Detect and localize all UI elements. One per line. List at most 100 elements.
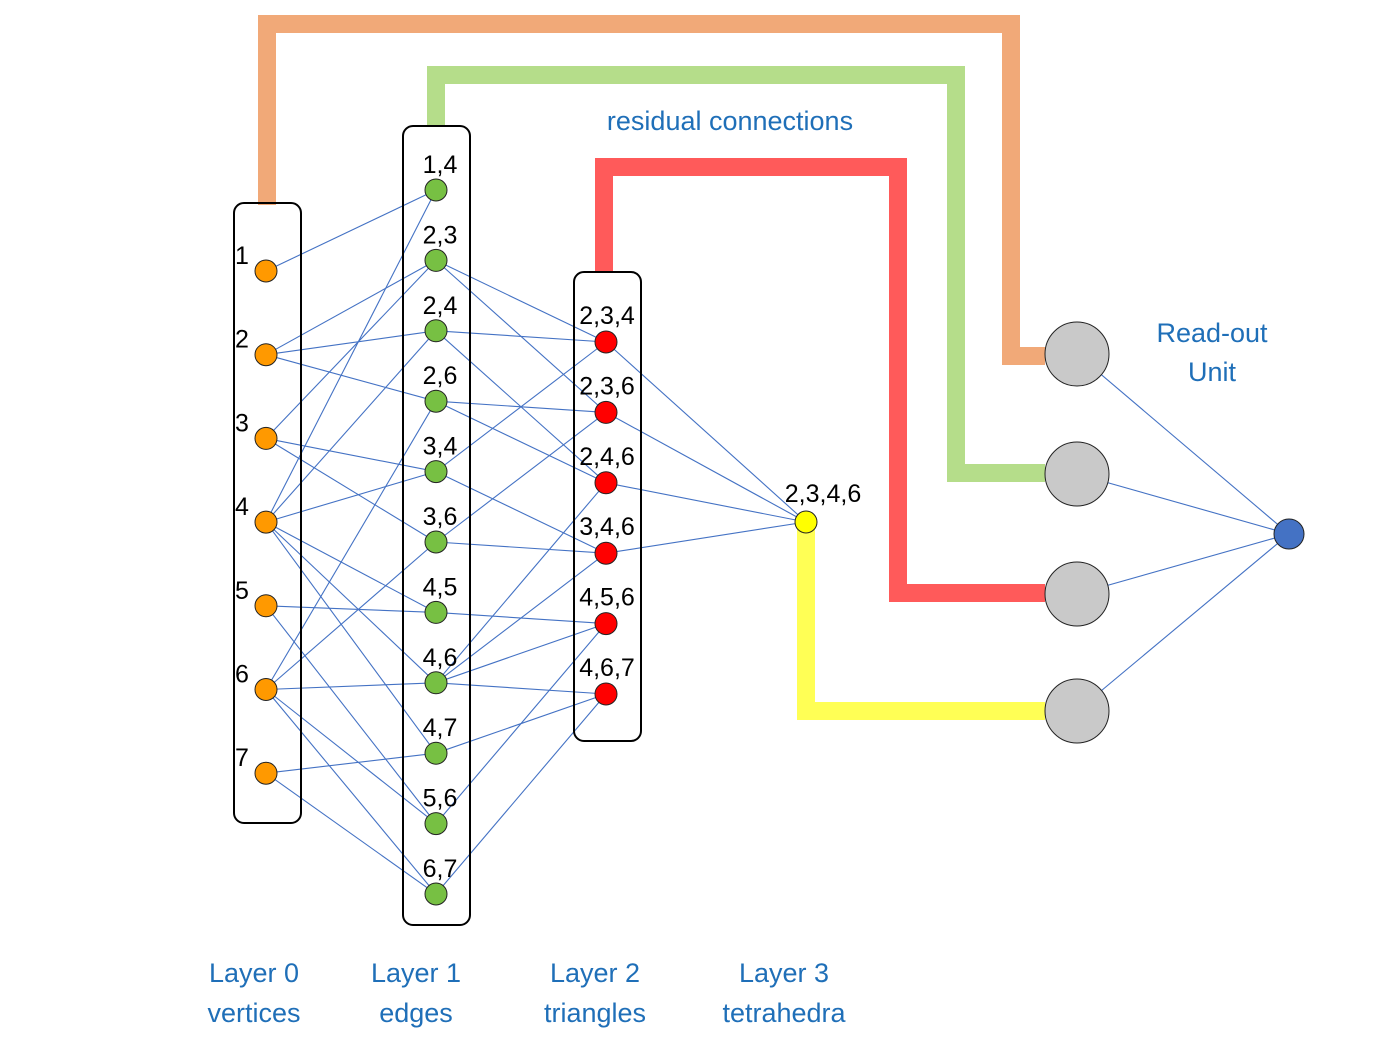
vertex-edge-connection xyxy=(265,772,437,895)
readout-output-connection xyxy=(1076,533,1290,595)
residual-green-path xyxy=(427,66,1045,482)
triangle-tetra-connection xyxy=(605,482,807,523)
edge-label: 2,6 xyxy=(423,362,458,390)
edge-node xyxy=(424,741,448,765)
triangle-node xyxy=(594,330,618,354)
edge-label: 4,6 xyxy=(423,644,458,672)
triangle-node xyxy=(594,471,618,495)
layer3-sub: tetrahedra xyxy=(722,998,846,1028)
triangle-label: 4,5,6 xyxy=(579,584,635,612)
edge-triangle-connection xyxy=(435,623,607,684)
triangle-label: 2,3,6 xyxy=(579,372,635,400)
vertex-edge-connection xyxy=(265,605,437,613)
vertex-label: 6 xyxy=(235,661,249,689)
triangle-tetra-connection xyxy=(605,521,807,554)
edge-node xyxy=(424,882,448,906)
vertex-node xyxy=(254,761,278,785)
residual-connections-label: residual connections xyxy=(607,106,853,136)
edge-node xyxy=(424,671,448,695)
residual-red-path xyxy=(595,158,1045,602)
vertex-edge-connection xyxy=(265,260,437,439)
edge-label: 1,4 xyxy=(423,151,458,179)
vertex-label: 2 xyxy=(235,326,249,354)
vertex-edge-connection xyxy=(265,682,437,691)
connection-lines xyxy=(265,189,1290,895)
edge-label: 2,3 xyxy=(423,221,458,249)
vertex-edge-connection xyxy=(265,689,437,895)
vertex-edge-connection xyxy=(265,330,437,356)
layer3-name: Layer 3 xyxy=(739,958,829,988)
triangle-node xyxy=(594,400,618,424)
vertex-edge-connection xyxy=(265,189,437,272)
vertex-label: 4 xyxy=(235,493,249,521)
vertex-edge-connection xyxy=(265,521,437,684)
edge-triangle-connection xyxy=(435,330,607,484)
edge-node xyxy=(424,319,448,343)
tetrahedron-node xyxy=(794,510,818,534)
edge-node xyxy=(424,389,448,413)
edge-label: 3,4 xyxy=(423,433,458,461)
readout-unit-node xyxy=(1044,321,1110,387)
edge-node xyxy=(424,530,448,554)
readout-output-connection xyxy=(1076,353,1290,535)
layer0-name: Layer 0 xyxy=(209,958,299,988)
output-node xyxy=(1273,518,1305,550)
readout-output-connection xyxy=(1076,473,1290,535)
vertex-edge-connection xyxy=(265,330,437,523)
edge-label: 3,6 xyxy=(423,503,458,531)
layer2-name: Layer 2 xyxy=(550,958,640,988)
triangle-node xyxy=(594,541,618,565)
readout-unit-node xyxy=(1044,441,1110,507)
edge-node xyxy=(424,812,448,836)
vertex-node xyxy=(254,510,278,534)
edge-label: 6,7 xyxy=(423,855,458,883)
layer1-sub: edges xyxy=(379,998,453,1028)
vertex-label: 1 xyxy=(235,242,249,270)
vertex-edge-connection xyxy=(265,689,437,825)
edge-triangle-connection xyxy=(435,411,607,543)
vertex-label: 5 xyxy=(235,577,249,605)
nodes: 12345671,42,32,42,63,43,64,54,64,75,66,7… xyxy=(235,151,1305,906)
layer1-name: Layer 1 xyxy=(371,958,461,988)
vertex-edge-connection xyxy=(265,471,437,523)
residual-connections xyxy=(258,15,1045,720)
edge-node xyxy=(424,248,448,272)
triangle-node xyxy=(594,682,618,706)
edge-triangle-connection xyxy=(435,611,607,625)
readout-unit-node xyxy=(1044,561,1110,627)
vertex-edge-connection xyxy=(265,521,437,754)
vertex-node xyxy=(254,594,278,618)
edge-label: 4,5 xyxy=(423,573,458,601)
readout-unit-node xyxy=(1044,678,1110,744)
vertex-label: 3 xyxy=(235,409,249,437)
vertex-edge-connection xyxy=(265,752,437,774)
edge-label: 2,4 xyxy=(423,292,458,320)
edge-triangle-connection xyxy=(435,259,607,343)
vertex-node xyxy=(254,259,278,283)
edge-triangle-connection xyxy=(435,682,607,695)
vertex-edge-connection xyxy=(265,354,437,402)
readout-output-connection xyxy=(1076,533,1290,712)
edge-triangle-connection xyxy=(435,471,607,554)
residual-orange-path xyxy=(258,15,1045,365)
edge-node xyxy=(424,178,448,202)
vertex-node xyxy=(254,343,278,367)
readout-label-line1: Read-out xyxy=(1156,318,1268,348)
vertex-edge-connection xyxy=(265,437,437,543)
triangle-tetra-connection xyxy=(605,411,807,523)
layer2-sub: triangles xyxy=(544,998,646,1028)
triangle-label: 2,4,6 xyxy=(579,443,635,471)
vertex-edge-connection xyxy=(265,521,437,613)
edge-node xyxy=(424,460,448,484)
vertex-edge-connection xyxy=(265,259,437,356)
layer2-box xyxy=(573,271,642,742)
edge-triangle-connection xyxy=(435,400,607,484)
vertex-node xyxy=(254,678,278,701)
edge-label: 5,6 xyxy=(423,785,458,813)
readout-label-line2: Unit xyxy=(1188,357,1237,387)
vertex-edge-connection xyxy=(265,400,437,690)
triangle-label: 2,3,4 xyxy=(579,302,635,330)
triangle-tetra-connection xyxy=(605,341,807,523)
triangle-node xyxy=(594,612,618,636)
